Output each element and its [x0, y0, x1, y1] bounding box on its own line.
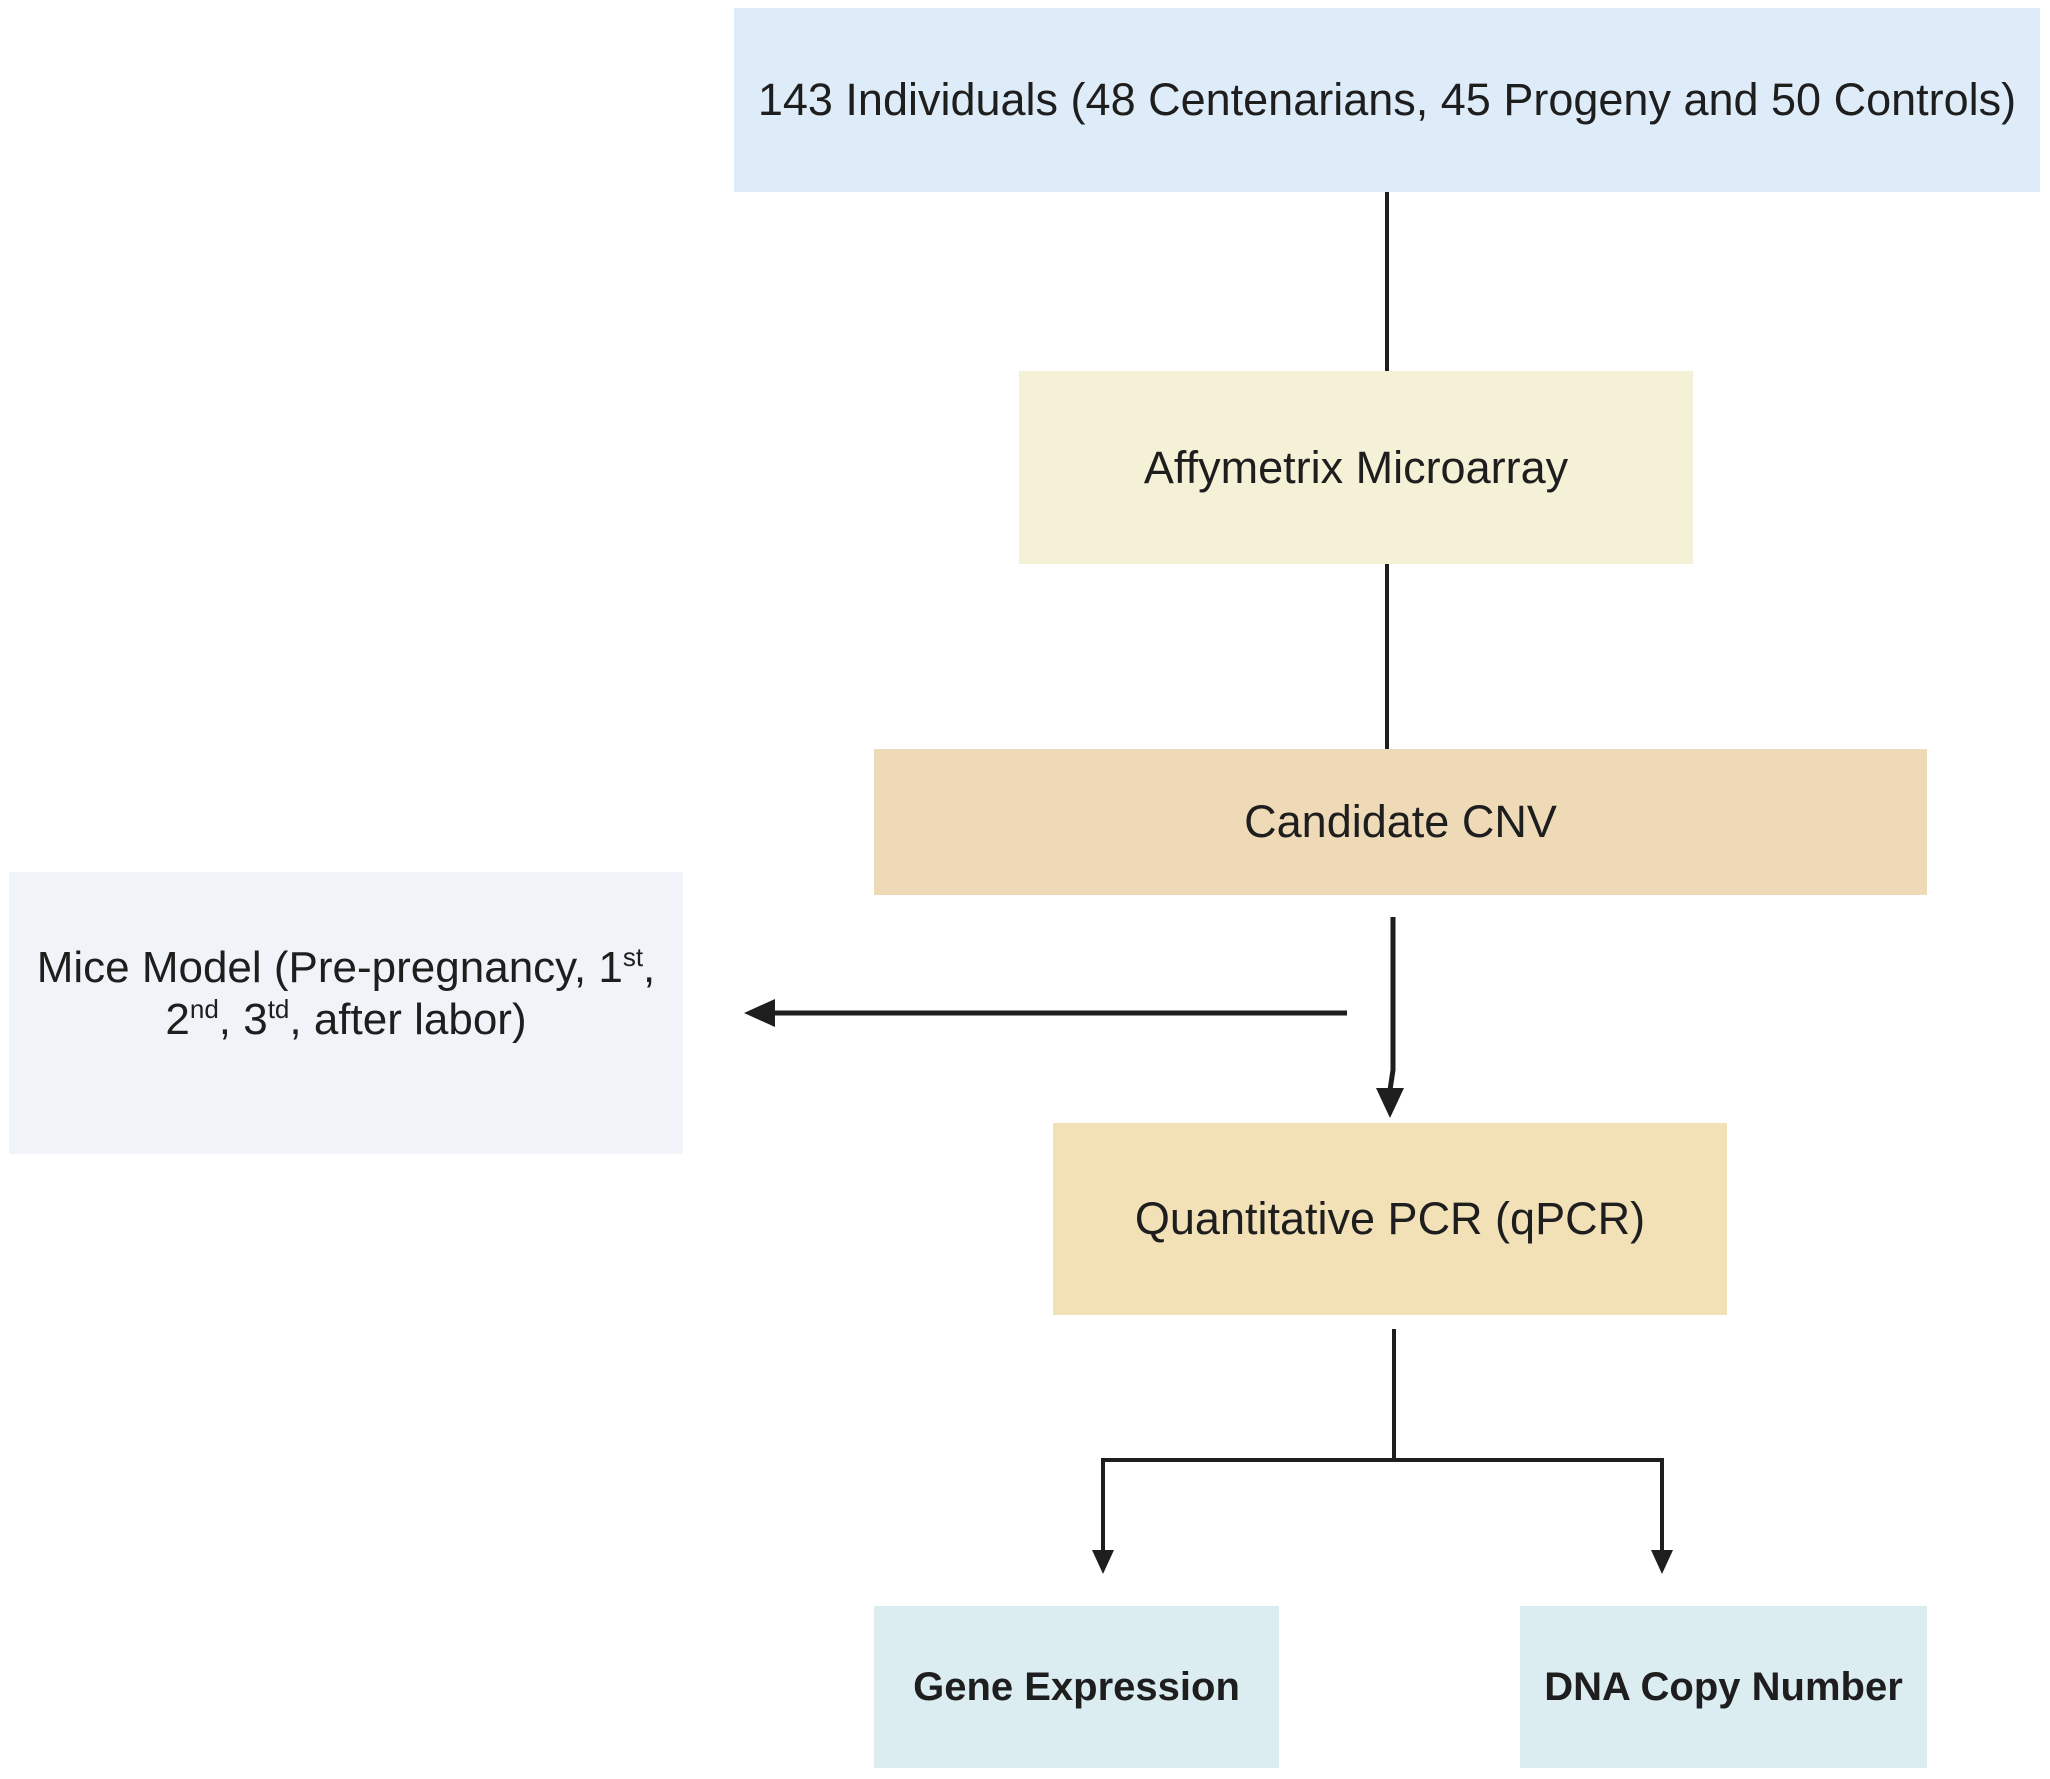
mice-model-box: Mice Model (Pre-pregnancy, 1st, 2nd, 3td… — [9, 872, 683, 1154]
qpcr-label: Quantitative PCR (qPCR) — [1134, 1193, 1646, 1244]
mice-model-sup-st: st — [622, 942, 644, 972]
mice-model-label: Mice Model (Pre-pregnancy, 1st, 2nd, 3td… — [37, 942, 656, 1046]
arrowhead-to-gene-expression — [1092, 1550, 1114, 1574]
mice-model-text-4: , 3 — [218, 995, 268, 1044]
microarray-box: Affymetrix Microarray — [1019, 371, 1693, 564]
gene-expression-label: Gene Expression — [913, 1664, 1240, 1709]
candidate-cnv-label: Candidate CNV — [1244, 796, 1557, 847]
mice-model-text-3: 2 — [165, 995, 190, 1044]
arrow-cnv-to-qpcr — [1387, 917, 1396, 1091]
arrowhead-cnv-to-qpcr — [1376, 1088, 1404, 1118]
arrowhead-to-dna-copy-number — [1651, 1550, 1673, 1574]
mice-model-sup-nd: nd — [189, 994, 219, 1024]
connector-branch — [1101, 1458, 1664, 1562]
mice-model-text-1: Mice Model (Pre-pregnancy, 1 — [36, 943, 623, 992]
mice-model-text-5: , after labor) — [289, 995, 527, 1044]
candidate-cnv-box: Candidate CNV — [874, 749, 1927, 895]
mice-model-sup-td: td — [267, 994, 290, 1024]
individuals-box: 143 Individuals (48 Centenarians, 45 Pro… — [734, 8, 2040, 192]
dna-copy-number-label: DNA Copy Number — [1544, 1664, 1903, 1709]
mice-model-text-2: , — [643, 943, 656, 992]
individuals-label: 143 Individuals (48 Centenarians, 45 Pro… — [757, 74, 2017, 125]
microarray-label: Affymetrix Microarray — [1143, 441, 1569, 493]
dna-copy-number-box: DNA Copy Number — [1520, 1606, 1927, 1768]
gene-expression-box: Gene Expression — [874, 1606, 1279, 1768]
qpcr-box: Quantitative PCR (qPCR) — [1053, 1123, 1727, 1315]
arrowhead-to-mice-model — [744, 999, 775, 1027]
